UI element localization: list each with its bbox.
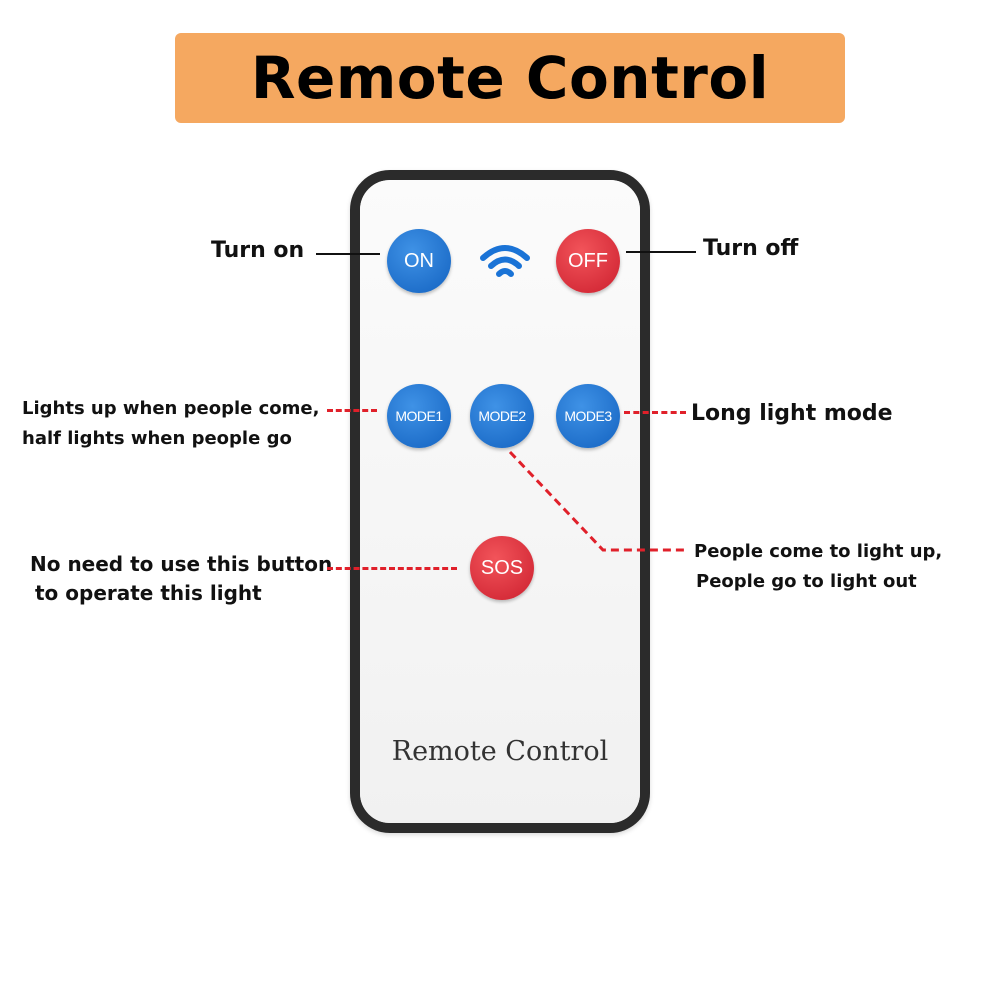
turn-off-leader bbox=[626, 251, 696, 253]
off-button-label: OFF bbox=[568, 249, 608, 272]
mode2-button[interactable]: MODE2 bbox=[470, 384, 534, 448]
mode2-annotation-line1: People come to light up, bbox=[694, 541, 943, 562]
title-banner: Remote Control bbox=[175, 33, 845, 123]
turn-on-leader bbox=[316, 253, 380, 255]
sos-annotation-line2: to operate this light bbox=[35, 581, 262, 605]
mode1-annotation-line1: Lights up when people come, bbox=[22, 398, 320, 419]
sos-button-label: SOS bbox=[480, 556, 524, 579]
mode1-annotation-line2: half lights when people go bbox=[22, 428, 292, 449]
mode2-annotation-line2: People go to light out bbox=[696, 571, 917, 592]
mode3-leader bbox=[624, 411, 686, 414]
on-button-label: ON bbox=[404, 249, 434, 272]
remote-control-device: ON OFF MODE1 MODE2 MODE3 SOS Remote Cont… bbox=[350, 170, 650, 833]
mode3-button[interactable]: MODE3 bbox=[556, 384, 620, 448]
wifi-icon bbox=[479, 242, 531, 284]
mode1-leader bbox=[327, 409, 377, 412]
turn-off-annotation: Turn off bbox=[703, 236, 799, 261]
mode1-button-label: MODE1 bbox=[395, 408, 443, 424]
mode3-button-label: MODE3 bbox=[564, 408, 612, 424]
mode3-annotation: Long light mode bbox=[691, 401, 893, 426]
turn-on-annotation: Turn on bbox=[211, 238, 305, 263]
banner-title: Remote Control bbox=[250, 44, 770, 112]
sos-leader bbox=[327, 567, 457, 570]
sos-button[interactable]: SOS bbox=[470, 536, 534, 600]
mode1-button[interactable]: MODE1 bbox=[387, 384, 451, 448]
mode2-button-label: MODE2 bbox=[478, 408, 526, 424]
sos-annotation-line1: No need to use this button bbox=[30, 552, 333, 576]
remote-face: ON OFF MODE1 MODE2 MODE3 SOS Remote Cont… bbox=[360, 180, 640, 823]
off-button[interactable]: OFF bbox=[556, 229, 620, 293]
on-button[interactable]: ON bbox=[387, 229, 451, 293]
remote-label: Remote Control bbox=[391, 736, 609, 767]
